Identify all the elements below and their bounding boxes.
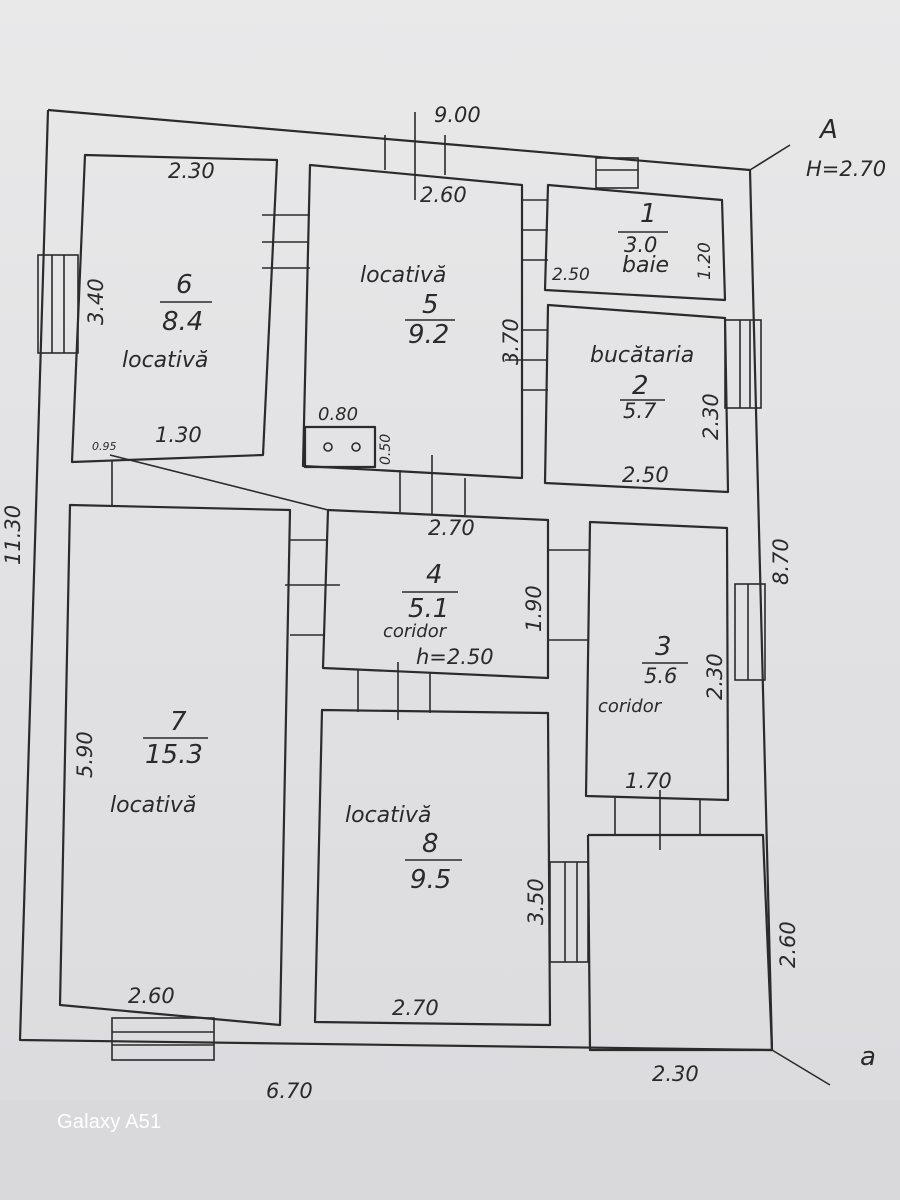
window-top-r5 [384, 112, 446, 200]
room-6-outline [70, 153, 279, 464]
door-r3-lower [614, 790, 701, 850]
door-r4-r3 [548, 549, 590, 641]
door-r5-r4 [399, 455, 466, 515]
room-8-width: 2.70 [392, 996, 439, 1020]
room-6-width: 2.30 [168, 159, 215, 183]
room-6-area: 8.4 [162, 307, 203, 337]
window-top-r1 [595, 157, 639, 189]
outer-right-dim: 8.70 [769, 538, 793, 585]
room-5-width: 2.60 [420, 183, 467, 207]
room-3-name: coridor [598, 696, 663, 717]
room-2-area: 5.7 [623, 399, 657, 423]
room-4-outline [321, 508, 550, 680]
window-left [37, 254, 79, 354]
stove-box [303, 425, 377, 469]
stove-burner-right [351, 442, 361, 452]
corner-label-bottom: a [860, 1042, 876, 1072]
room-8-area: 9.5 [410, 865, 451, 895]
room-7-height: 5.90 [73, 731, 97, 778]
window-right-r3 [734, 583, 766, 681]
room-1-width: 2.50 [552, 265, 590, 285]
room-5-name: locativă [360, 263, 446, 288]
room-6-height: 3.40 [84, 278, 108, 325]
stove-height: 0.50 [378, 434, 394, 465]
room-2-height: 2.30 [699, 393, 723, 440]
room-6-stove-dim: 0.95 [92, 440, 117, 453]
room-6-name: locativă [122, 348, 208, 373]
room-8-name: locativă [345, 803, 431, 828]
room-3-width: 1.70 [625, 769, 672, 793]
window-bottom-r7 [111, 1017, 215, 1061]
camera-watermark: Galaxy A51 [57, 1111, 162, 1133]
room-2-outline [543, 303, 730, 494]
room-1-area: 3.0 [624, 233, 657, 257]
window-r8-right [549, 861, 589, 963]
room-4-height: 1.90 [522, 585, 546, 632]
door-r4-r8 [357, 662, 431, 720]
room-1-name: baie [622, 253, 669, 278]
outer-bottom-right-dim: 2.30 [652, 1062, 699, 1086]
outer-bottom-left-dim: 6.70 [266, 1079, 313, 1103]
room-2-name: bucătaria [590, 343, 694, 368]
corner-label-top: A [818, 115, 838, 145]
room-7-area: 15.3 [145, 740, 203, 770]
room-7-width: 2.60 [128, 984, 175, 1008]
room-1-outline [543, 183, 727, 302]
door-r4-r7 [285, 539, 340, 636]
room-7-name: locativă [110, 793, 196, 818]
room-8-number: 8 [422, 829, 439, 859]
room-8-outline [313, 708, 552, 1027]
room-4-number: 4 [426, 560, 443, 590]
flue-line [109, 454, 329, 511]
photo-bottom-area [0, 1100, 900, 1200]
room-2-number: 2 [632, 371, 649, 401]
room-7-number: 7 [170, 707, 187, 737]
room-4-name: coridor [383, 621, 448, 642]
outer-top-dim: 9.00 [434, 103, 481, 127]
room-3-area: 5.6 [644, 664, 677, 688]
room-8-height: 3.50 [524, 878, 548, 925]
room-4-area: 5.1 [408, 594, 449, 624]
room-4-width: 2.70 [428, 516, 475, 540]
stove-width: 0.80 [318, 404, 358, 425]
door-r5-r1 [522, 199, 548, 261]
window-right-r2 [724, 319, 762, 409]
outer-right-lower-dim: 2.60 [776, 921, 800, 968]
room-6-width-2: 1.30 [155, 423, 202, 447]
room-5-height: 3.70 [499, 318, 523, 365]
door-r6-r5 [262, 214, 310, 269]
room-5-number: 5 [422, 290, 439, 320]
room-2-width: 2.50 [622, 463, 669, 487]
outer-left-dim: 11.30 [1, 505, 25, 565]
lower-right-space [586, 833, 774, 1052]
room-1-number: 1 [640, 199, 657, 229]
door-r5-r2 [505, 329, 548, 391]
room-6-number: 6 [176, 270, 193, 300]
stove-burner-left [323, 442, 333, 452]
room-4-ceiling-height: h=2.50 [416, 645, 494, 669]
room-3-number: 3 [655, 632, 672, 662]
room-5-area: 9.2 [408, 320, 449, 350]
room-1-height: 1.20 [695, 242, 715, 280]
height-label: H=2.70 [806, 157, 886, 181]
room-3-height: 2.30 [703, 653, 727, 700]
room-7-outline [58, 503, 292, 1027]
room-5-outline [301, 163, 524, 480]
room-3-outline [584, 520, 730, 802]
